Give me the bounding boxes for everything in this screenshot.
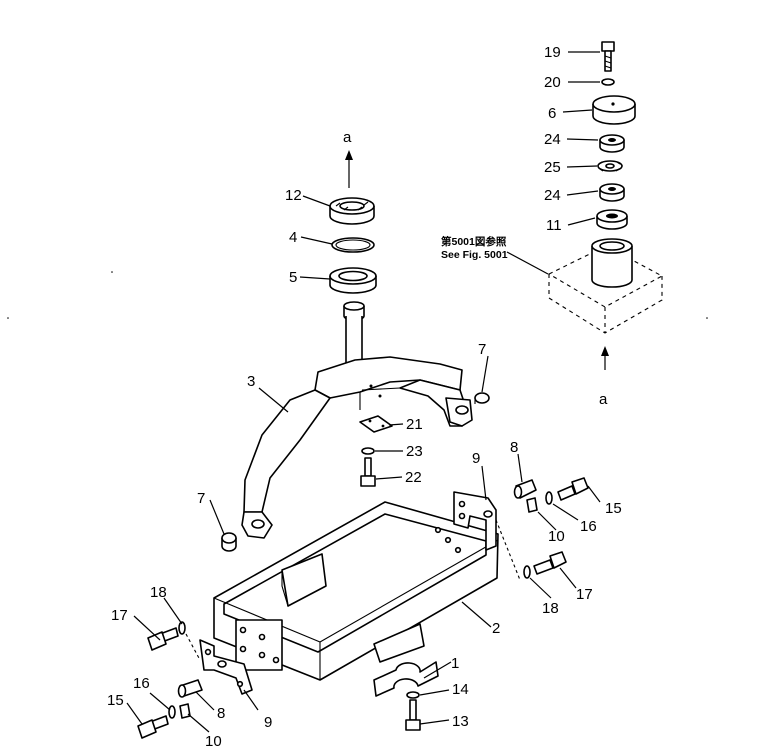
bolt-15-right — [557, 477, 589, 501]
callout-8-left: 8 — [217, 705, 225, 722]
callout-20: 20 — [544, 74, 561, 91]
callout-7-left: 7 — [197, 490, 205, 507]
callout-15-left: 15 — [107, 692, 124, 709]
nut-24-upper — [599, 134, 625, 153]
callout-14: 14 — [452, 681, 469, 698]
bolt-17-left — [147, 627, 179, 651]
callout-7-right: 7 — [478, 341, 486, 358]
callout-6: 6 — [548, 105, 556, 122]
lock-washer-25 — [597, 160, 623, 172]
callout-16-right: 16 — [580, 518, 597, 535]
bolt-22 — [360, 457, 376, 487]
cap-6 — [592, 95, 636, 125]
scan-speck — [7, 317, 9, 319]
washer-16-left — [168, 705, 176, 719]
bushing-7-right — [474, 392, 490, 404]
callout-16-left: 16 — [133, 675, 150, 692]
washer-18-right — [523, 565, 531, 579]
frame-tray-2 — [213, 501, 499, 681]
scan-speck — [706, 317, 708, 319]
bushing-10-right — [526, 497, 538, 513]
callout-4: 4 — [289, 229, 297, 246]
callout-17-left: 17 — [111, 607, 128, 624]
callout-9-left: 9 — [264, 714, 272, 731]
callout-2: 2 — [492, 620, 500, 637]
callout-24-lower: 24 — [544, 187, 561, 204]
callout-25: 25 — [544, 159, 561, 176]
callout-22: 22 — [405, 469, 422, 486]
washer-16-right — [545, 491, 553, 505]
view-arrow-bottom — [601, 346, 609, 370]
washer-23 — [361, 447, 375, 455]
o-ring-4 — [331, 237, 375, 253]
callout-10-right: 10 — [548, 528, 565, 545]
plate-21 — [359, 415, 393, 433]
callout-21: 21 — [406, 416, 423, 433]
callout-labels: 19 20 6 24 25 24 11 12 4 5 3 7 7 21 23 2… — [107, 44, 622, 747]
view-marker-bottom: a — [599, 391, 608, 408]
callout-23: 23 — [406, 443, 423, 460]
hinge-bracket-9-right — [453, 491, 497, 551]
callout-11: 11 — [546, 217, 562, 234]
washer-18-left — [178, 621, 186, 635]
nut-24-lower — [599, 183, 625, 202]
bolt-15-left — [137, 715, 169, 739]
callout-10-left: 10 — [205, 733, 222, 747]
callout-5: 5 — [289, 269, 297, 286]
callout-24-upper: 24 — [544, 131, 561, 148]
callout-18-right: 18 — [542, 600, 559, 617]
leader-lines — [126, 51, 601, 733]
hinge-bracket-9-left — [199, 639, 253, 695]
reference-block-fig5001 — [547, 238, 664, 334]
callout-15-right: 15 — [605, 500, 622, 517]
washer-20 — [601, 78, 615, 86]
yoke-bracket-3 — [241, 301, 473, 539]
view-marker-top: a — [343, 129, 352, 146]
pin-8-left — [177, 679, 203, 698]
callout-18-left: 18 — [150, 584, 167, 601]
reference-note-en: See Fig. 5001 — [441, 249, 508, 261]
callout-12: 12 — [285, 187, 302, 204]
reference-note-ja: 第5001図参照 — [441, 235, 507, 248]
bolt-13 — [405, 699, 421, 731]
seal-5 — [329, 267, 377, 294]
callout-1: 1 — [451, 655, 459, 672]
callout-3: 3 — [247, 373, 255, 390]
callout-9-right: 9 — [472, 450, 480, 467]
callout-8-right: 8 — [510, 439, 518, 456]
callout-19: 19 — [544, 44, 561, 61]
view-arrow-top — [345, 150, 353, 188]
bearing-12 — [329, 197, 375, 225]
bolt-17-right — [533, 551, 567, 575]
callout-13: 13 — [452, 713, 469, 730]
callout-17-right: 17 — [576, 586, 593, 603]
bushing-10-left — [179, 703, 191, 719]
washer-14 — [406, 691, 420, 699]
scan-speck — [111, 271, 113, 273]
pin-8-right — [513, 479, 537, 499]
assembly-line-right — [495, 519, 521, 581]
bolt-19 — [601, 41, 615, 72]
bearing-11 — [596, 209, 628, 230]
clamp-1 — [373, 661, 439, 697]
bushing-7-left — [221, 532, 237, 552]
assembly-line-left — [185, 633, 201, 661]
